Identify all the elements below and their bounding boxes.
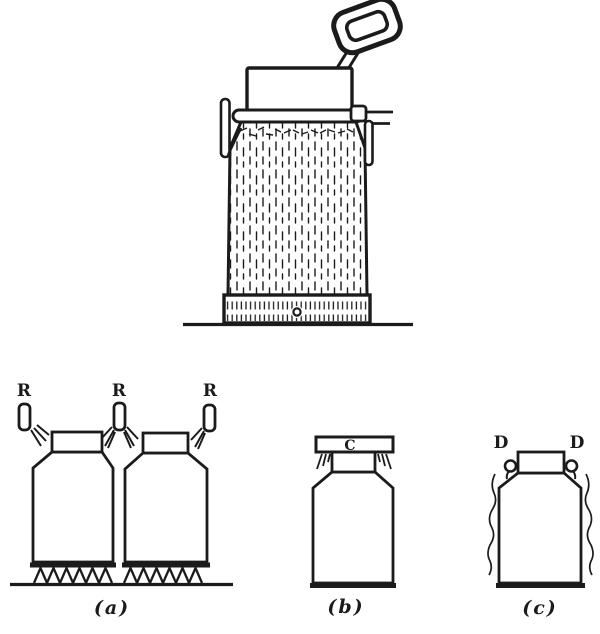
milk-can-left	[30, 430, 116, 568]
spray-lines	[190, 427, 206, 450]
side-label-d-right: D	[570, 433, 585, 453]
jet-label-r3: R	[203, 381, 218, 401]
can-body	[311, 470, 395, 585]
spray-lines	[100, 426, 139, 449]
rack-zigzag-right	[122, 565, 204, 586]
can-neck	[141, 431, 190, 455]
can-body	[31, 450, 115, 564]
caption-b: (b)	[327, 596, 364, 618]
jet-nozzle	[112, 401, 127, 432]
jet-left: R	[17, 381, 50, 447]
milk-can-right	[122, 431, 210, 568]
top-figure-covered-churn	[183, 0, 413, 327]
rim-clamp	[349, 104, 368, 123]
jet-middle: R	[100, 381, 139, 449]
figure-a: R R R (a)	[10, 381, 233, 619]
jet-label-r2: R	[112, 381, 127, 401]
base-block	[222, 293, 372, 325]
cloth-texture	[228, 122, 367, 295]
steam-drip-lines	[316, 453, 392, 470]
can-neck	[330, 450, 377, 474]
cap-block	[314, 435, 395, 454]
jet-label-r1: R	[17, 381, 32, 401]
figure-c: D D (c)	[487, 433, 594, 619]
caption-c: (c)	[522, 597, 558, 619]
caption-a: (a)	[94, 597, 130, 619]
jet-right: R	[190, 381, 218, 450]
can-body	[123, 451, 209, 564]
lug-ring-right	[564, 459, 579, 480]
drip-wavy-right	[584, 473, 594, 576]
rim-band	[231, 108, 364, 124]
can-neck	[516, 450, 566, 475]
right-lug	[363, 119, 374, 167]
cap-label-c: C	[344, 438, 355, 454]
rack-zigzag-left	[32, 565, 114, 586]
can-body	[497, 471, 583, 585]
lid-block	[245, 66, 354, 114]
lug-ring-left	[503, 459, 518, 480]
cloth-fold-scribbles	[239, 126, 354, 137]
drip-wavy-left	[487, 473, 497, 576]
left-lug	[219, 97, 243, 159]
plunger-handle-loop	[331, 0, 403, 56]
figure-b: C (b)	[310, 435, 396, 618]
can-neck	[50, 430, 104, 454]
jet-nozzle	[202, 403, 217, 433]
spray-lines	[30, 424, 50, 447]
drain-hole-ring	[292, 307, 302, 317]
side-label-d-left: D	[494, 433, 509, 453]
jet-nozzle	[17, 402, 32, 432]
